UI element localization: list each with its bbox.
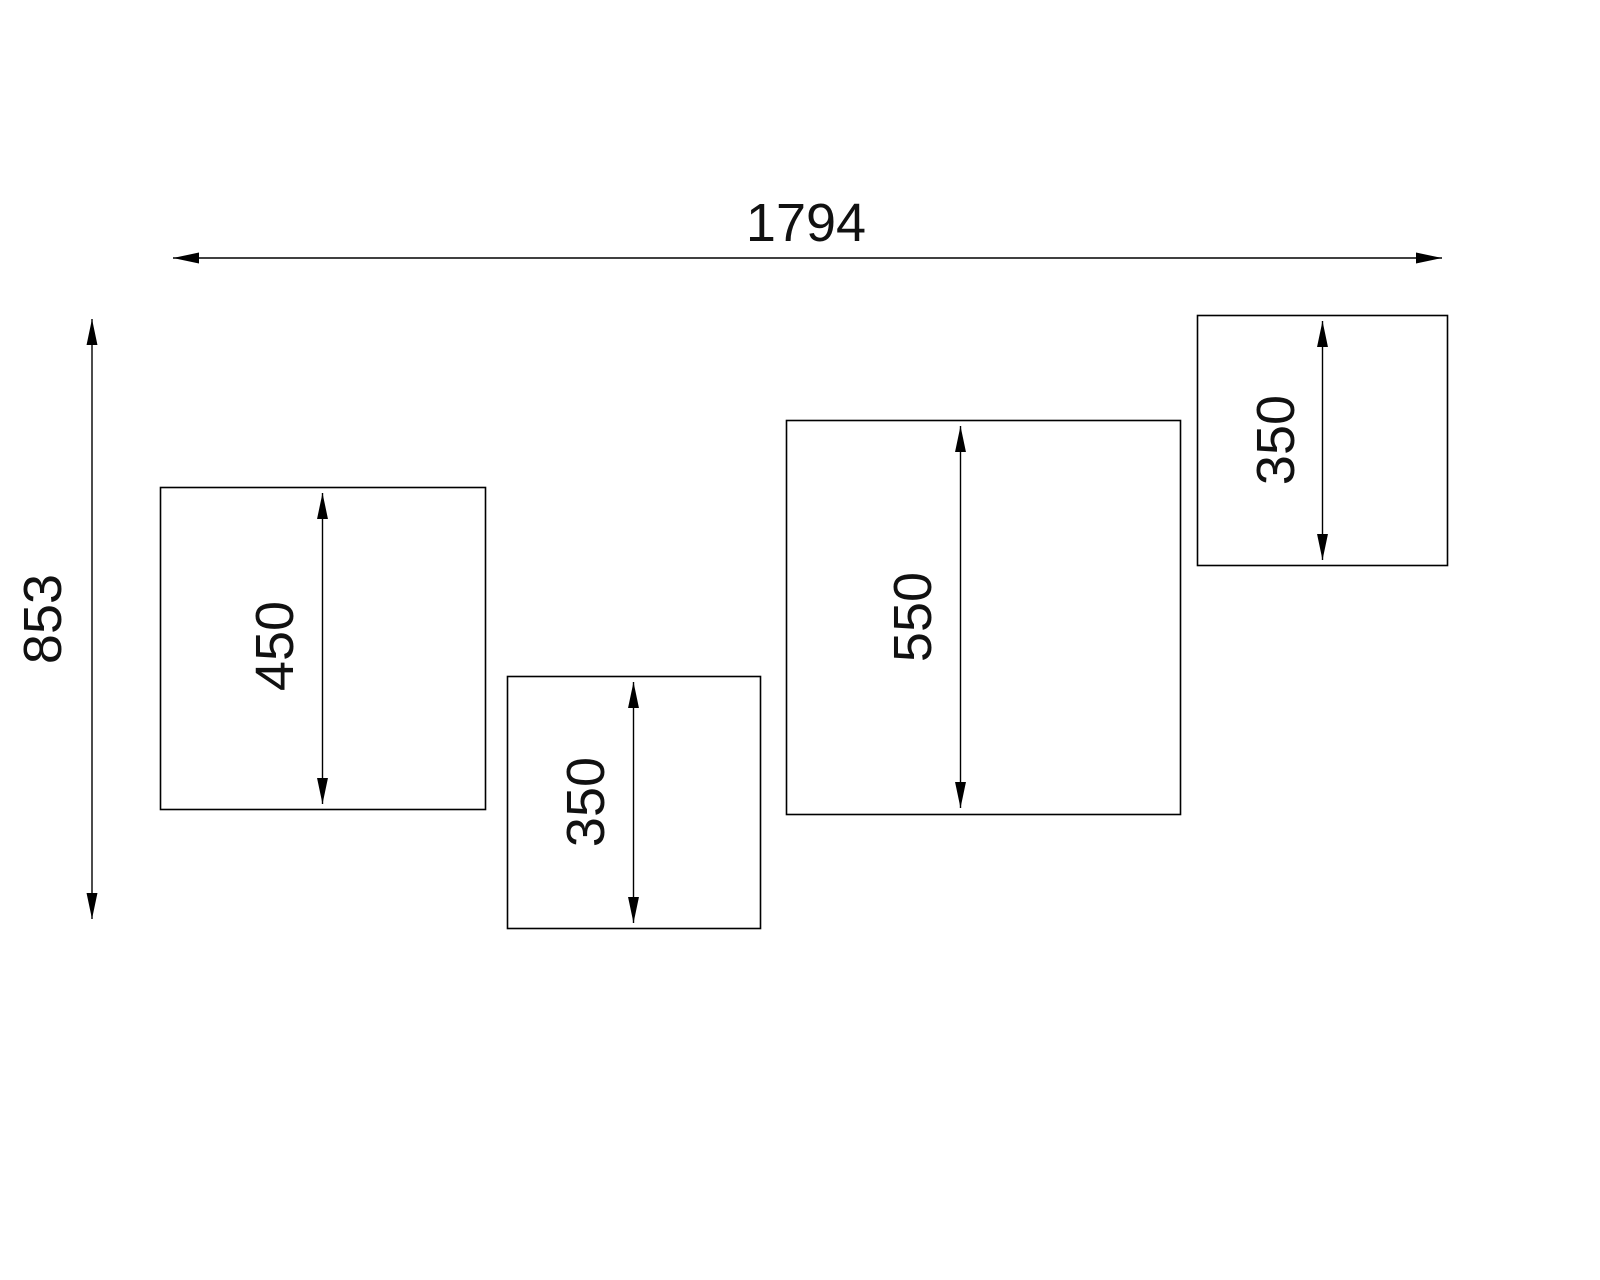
box-2-height-label: 350 — [556, 757, 616, 847]
box-2: 350 — [506, 675, 762, 930]
box-3-outline — [785, 419, 1182, 816]
box-3: 550 — [785, 419, 1182, 816]
box-1: 450 — [159, 486, 487, 811]
box-3-height-label: 550 — [883, 572, 943, 662]
overall-width-dimension: 1794 — [173, 193, 1442, 264]
box-4: 350 — [1196, 314, 1449, 567]
box-1-height-label: 450 — [245, 601, 305, 691]
overall-height-dimension: 853 — [13, 319, 98, 919]
overall-width-label: 1794 — [746, 193, 866, 253]
overall-height-label: 853 — [13, 574, 73, 664]
box-4-height-label: 350 — [1246, 395, 1306, 485]
